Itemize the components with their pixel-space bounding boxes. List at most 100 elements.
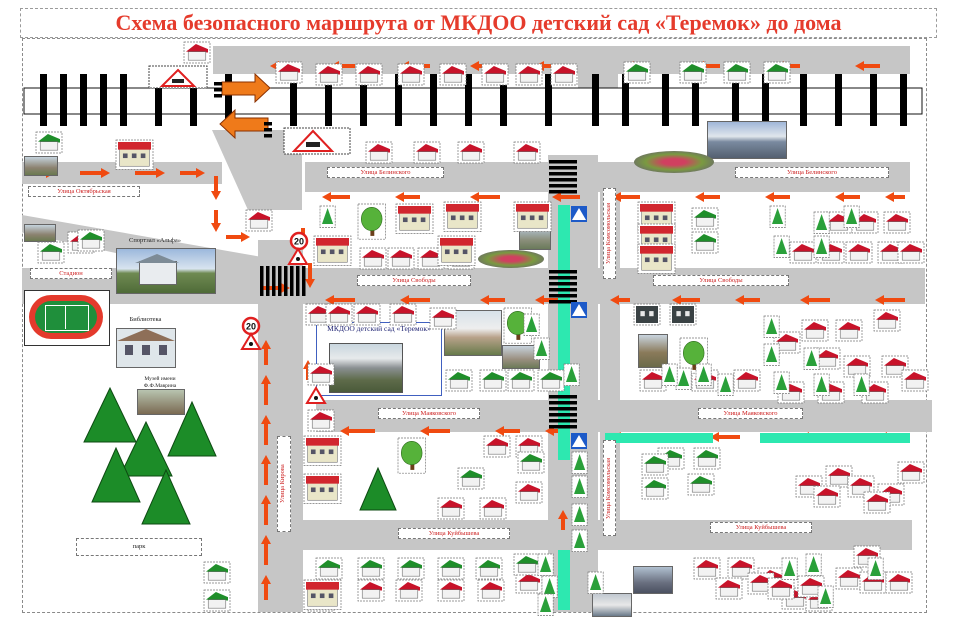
- shop-building-photo: [592, 593, 632, 617]
- route-arrow: [261, 340, 271, 365]
- house-icon: [387, 247, 415, 270]
- railway-tie: [762, 74, 769, 126]
- house-icon: [315, 557, 343, 580]
- label-sports-hall: Спортзал «Альфа»: [128, 237, 182, 244]
- route-arrow: [765, 192, 790, 202]
- route-arrow: [305, 263, 315, 288]
- house-icon: [747, 572, 775, 595]
- house-icon: [115, 139, 154, 170]
- house-icon: [397, 63, 425, 86]
- house-icon: [897, 461, 925, 484]
- route-arrow: [400, 295, 430, 305]
- route-arrow: [610, 295, 630, 305]
- zebra-stripe: [296, 266, 300, 296]
- railway-tie: [800, 74, 807, 126]
- route-arrow: [710, 432, 740, 442]
- route-arrow: [261, 415, 271, 445]
- zebra-stripe: [549, 282, 577, 286]
- fir-icon: [563, 363, 580, 386]
- route-arrow: [395, 192, 420, 202]
- fir-icon: [587, 571, 604, 594]
- house-icon: [515, 63, 543, 86]
- children-warning-sign-2: [240, 332, 262, 350]
- house-icon: [275, 61, 303, 84]
- zebra-stripe: [549, 425, 577, 429]
- crosswalk-sign-1: [571, 206, 587, 222]
- house-icon: [477, 579, 505, 602]
- house-icon: [315, 63, 343, 86]
- route-arrow: [211, 176, 221, 200]
- house-icon: [245, 209, 273, 232]
- house-icon: [203, 561, 231, 584]
- house-icon: [457, 467, 485, 490]
- zebra-stripe: [266, 266, 270, 296]
- zebra-stripe: [214, 82, 222, 86]
- house-icon: [687, 473, 715, 496]
- railway-crossing-arrow: [219, 72, 271, 140]
- railway-tie: [592, 74, 599, 126]
- zebra-stripe: [264, 134, 272, 138]
- zebra-stripe: [549, 401, 577, 405]
- route-arrow: [558, 510, 568, 530]
- house-icon: [439, 63, 467, 86]
- house-icon: [507, 369, 535, 392]
- house-icon: [35, 131, 63, 154]
- route-arrow: [875, 295, 905, 305]
- label-museum: Музей имени Ф.Ф.Маврина: [143, 376, 177, 389]
- fir-icon: [773, 235, 790, 258]
- zebra-stripe: [214, 88, 222, 92]
- house-icon: [481, 63, 509, 86]
- fir-tree: [359, 466, 397, 511]
- fir-icon: [781, 557, 798, 580]
- flower-bed-2: [478, 250, 544, 268]
- house-icon: [389, 303, 417, 326]
- house-icon: [641, 453, 669, 476]
- house-icon: [479, 369, 507, 392]
- zebra-stripe: [260, 266, 264, 296]
- fir-icon: [853, 373, 870, 396]
- house-icon: [873, 309, 901, 332]
- house-icon: [669, 303, 697, 326]
- house-icon: [303, 435, 342, 466]
- zebra-stripe: [278, 266, 282, 296]
- house-icon: [550, 63, 578, 86]
- railway-tie: [430, 74, 437, 126]
- house-icon: [763, 61, 791, 84]
- house-photo-mid-1: [638, 334, 668, 368]
- fir-icon: [717, 373, 734, 396]
- zebra-stripe: [549, 178, 577, 182]
- station-building-photo: [707, 121, 787, 159]
- route-arrow: [855, 61, 880, 71]
- house-icon: [483, 435, 511, 458]
- house-icon: [723, 61, 751, 84]
- route-arrow: [612, 192, 640, 202]
- fir-icon: [571, 529, 588, 552]
- house-icon: [813, 485, 841, 508]
- railway-tie: [662, 74, 669, 126]
- house-icon: [203, 589, 231, 612]
- house-icon: [457, 141, 485, 164]
- house-icon: [633, 303, 661, 326]
- zebra-stripe: [290, 266, 294, 296]
- route-arrow: [672, 295, 700, 305]
- house-photo-left-2: [24, 224, 56, 242]
- railway-track: [23, 87, 923, 115]
- zebra-stripe: [549, 407, 577, 411]
- route-arrow: [325, 295, 355, 305]
- route-arrow: [261, 535, 271, 565]
- house-icon: [307, 409, 335, 432]
- house-icon: [813, 347, 841, 370]
- label-kuibysheva-mid: Улица Куйбышева: [398, 528, 510, 539]
- fir-icon: [571, 503, 588, 526]
- fir-tree: [91, 446, 141, 503]
- label-oktyabrskaya: Улица Октябрьская: [28, 186, 140, 197]
- fir-icon: [537, 593, 554, 616]
- route-arrow: [420, 426, 450, 436]
- route-arrow: [261, 375, 271, 405]
- fir-icon: [773, 371, 790, 394]
- flower-bed-1: [634, 151, 714, 173]
- speed-limit-value-2: 20: [246, 322, 256, 332]
- fir-icon: [813, 373, 830, 396]
